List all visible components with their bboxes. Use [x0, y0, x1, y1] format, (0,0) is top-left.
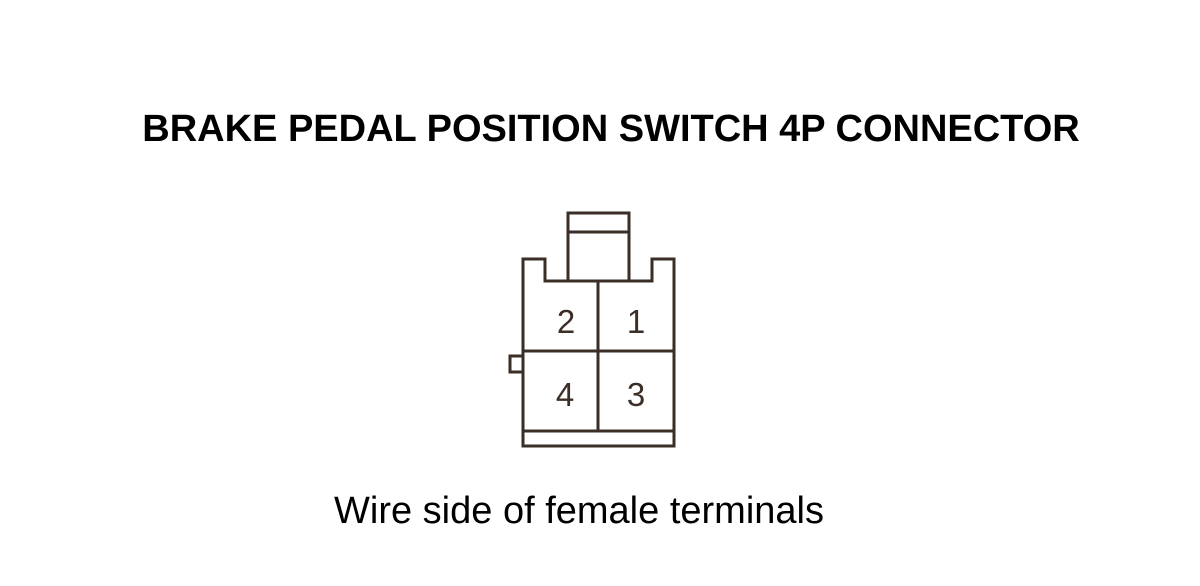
pin-3-label: 3 — [627, 376, 645, 413]
pin-2-label: 2 — [557, 303, 575, 340]
connector-side-key — [508, 354, 525, 374]
diagram-title: BRAKE PEDAL POSITION SWITCH 4P CONNECTOR — [142, 108, 1080, 150]
pin-4-label: 4 — [556, 376, 574, 413]
connector-lock-tab — [566, 211, 631, 283]
diagram-caption: Wire side of female terminals — [334, 490, 824, 532]
pin-1-label: 1 — [627, 303, 645, 340]
connector-housing — [521, 257, 676, 448]
